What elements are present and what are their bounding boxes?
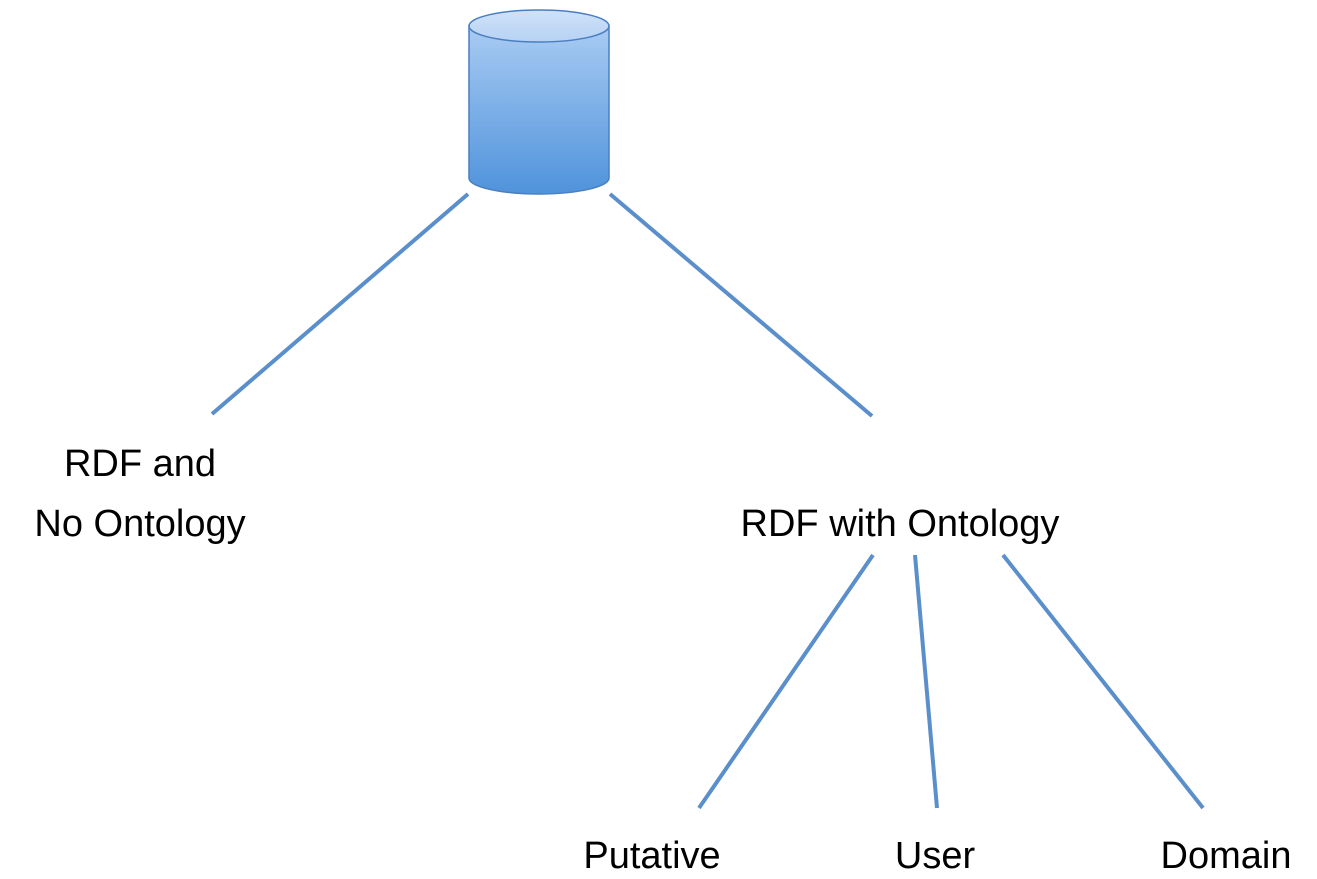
edge-ontology-to-user: [913, 554, 939, 809]
node-rdf-no-ontology-line1: RDF and: [64, 443, 216, 485]
node-rdf-no-ontology-line2: No Ontology: [34, 503, 245, 545]
node-rdf-with-ontology: RDF with Ontology: [741, 503, 1060, 545]
node-domain: Domain: [1161, 835, 1292, 877]
node-rdf-no-ontology: RDF and No Ontology: [34, 443, 245, 545]
edge-root-to-rdf-no-ontology: [210, 192, 470, 416]
node-putative: Putative: [583, 835, 720, 877]
node-user: User: [895, 835, 976, 877]
edge-ontology-to-domain: [1001, 553, 1205, 810]
database-cylinder-icon: [468, 9, 610, 195]
edge-root-to-rdf-with-ontology: [608, 192, 874, 418]
edge-ontology-to-putative: [697, 553, 875, 810]
